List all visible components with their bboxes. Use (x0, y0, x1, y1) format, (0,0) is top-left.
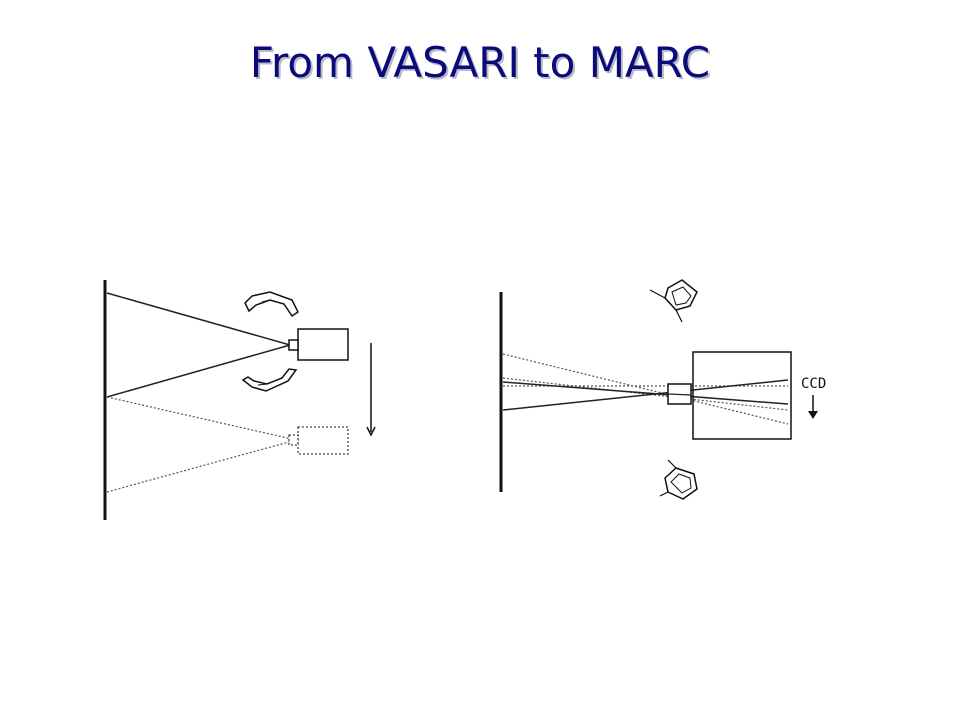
view-line-top (106, 292, 291, 346)
camera-body-moved (297, 426, 349, 455)
ray-dotted-top (502, 353, 789, 425)
camera-lens-moved (288, 434, 299, 446)
lamp-icon-lower (241, 368, 298, 392)
ccd-label: CCD (801, 376, 826, 392)
vasari-panel (103, 280, 376, 520)
camera-housing (692, 351, 792, 440)
view-line-dotted-bottom (106, 439, 297, 493)
lamp-icon-marc-upper (649, 279, 698, 323)
marc-panel: CCD (499, 279, 826, 500)
view-line-dotted-top (106, 396, 297, 441)
ray-solid-bottom (502, 379, 789, 411)
ray-solid-top (502, 381, 789, 405)
camera-body (297, 328, 349, 361)
lamp-icon-upper (244, 291, 299, 318)
view-line-bottom (106, 344, 291, 398)
ccd-down-arrow-icon (808, 395, 818, 419)
down-arrow-icon (366, 343, 376, 437)
lamp-icon-marc-lower (659, 459, 698, 500)
slide-title: From VASARI to MARC (249, 38, 711, 87)
camera-lens (288, 339, 299, 351)
